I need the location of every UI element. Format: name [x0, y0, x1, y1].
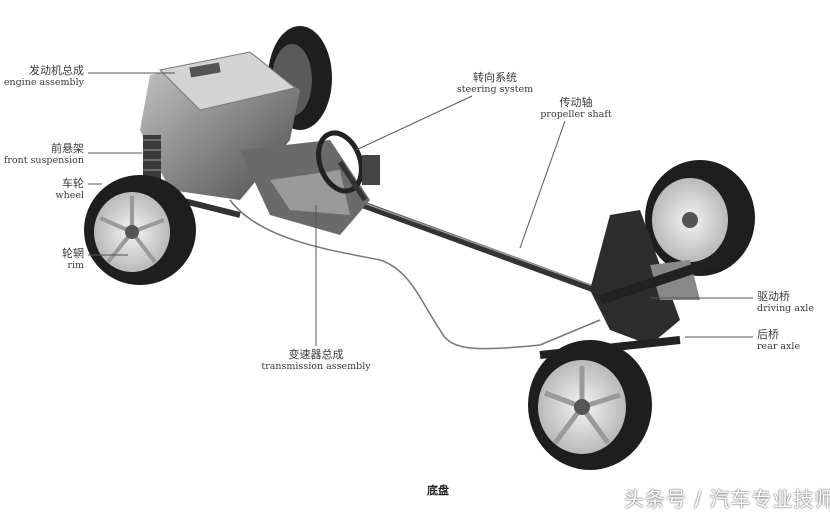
label-steering-system: 转向系统 steering system	[457, 71, 533, 95]
label-en: rim	[67, 260, 84, 271]
label-zh: 轮辋	[62, 247, 84, 260]
label-en: driving axle	[757, 303, 814, 314]
label-zh: 传动轴	[559, 96, 593, 109]
figure-caption: 底盘	[427, 484, 449, 497]
rear-left-wheel	[528, 340, 652, 470]
label-zh: 后桥	[757, 328, 779, 341]
leader-lines	[88, 72, 753, 346]
label-rim: 轮辋 rim	[62, 247, 84, 271]
label-en: transmission assembly	[261, 361, 371, 372]
label-en: propeller shaft	[540, 109, 612, 120]
label-driving-axle: 驱动桥 driving axle	[757, 290, 814, 314]
label-zh: 车轮	[62, 177, 84, 190]
front-left-wheel	[84, 175, 196, 285]
label-zh: 发动机总成	[29, 64, 84, 77]
label-zh: 转向系统	[473, 71, 517, 84]
label-en: rear axle	[757, 341, 801, 352]
label-propeller-shaft: 传动轴 propeller shaft	[540, 96, 611, 120]
label-front-suspension: 前悬架 front suspension	[4, 142, 84, 166]
label-en: steering system	[456, 84, 534, 95]
label-zh: 前悬架	[51, 142, 84, 155]
label-wheel: 车轮 wheel	[55, 177, 84, 201]
label-engine-assembly: 发动机总成 engine assembly	[4, 64, 84, 88]
watermark: 头条号 / 汽车专业技师	[624, 487, 830, 511]
label-rear-axle: 后桥 rear axle	[757, 328, 800, 352]
label-en: front suspension	[3, 155, 84, 166]
propeller-shaft	[346, 196, 614, 299]
steering-wheel	[316, 130, 380, 202]
label-zh: 驱动桥	[757, 290, 790, 303]
label-en: wheel	[55, 190, 84, 201]
label-zh: 变速器总成	[288, 348, 344, 361]
rear-right-wheel	[645, 160, 755, 276]
label-en: engine assembly	[3, 77, 84, 88]
brake-line	[229, 199, 601, 350]
label-transmission-assembly: 变速器总成 transmission assembly	[261, 348, 370, 372]
